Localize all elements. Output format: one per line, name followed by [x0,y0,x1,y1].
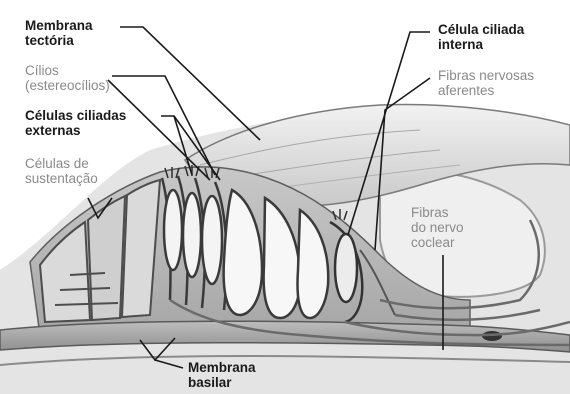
label-celulas-ciliadas-externas: Células ciliadas externas [25,108,126,138]
label-celulas-sustentacao-line1: Células de [25,156,98,171]
label-fibras-nervo-coclear-line3: coclear [411,235,464,250]
label-fibras-nervo-coclear-line2: do nervo [411,220,464,235]
label-celula-ciliada-interna-line2: interna [438,37,524,52]
label-cilios-line1: Cílios [25,63,110,78]
label-membrana-basilar-line1: Membrana [188,360,256,375]
label-cilios-line2: (estereocílios) [25,78,110,93]
label-celulas-ciliadas-externas-line2: externas [25,123,126,138]
label-membrana-tectoria-line1: Membrana [25,18,93,33]
label-membrana-basilar-line2: basilar [188,375,256,390]
label-cilios: Cílios (estereocílios) [25,63,110,93]
label-fibras-nervo-coclear: Fibras do nervo coclear [411,205,464,250]
label-fibras-aferentes-line1: Fibras nervosas [438,68,534,83]
label-membrana-tectoria: Membrana tectória [25,18,93,48]
label-fibras-aferentes-line2: aferentes [438,83,534,98]
label-celula-ciliada-interna: Célula ciliada interna [438,22,524,52]
label-celulas-ciliadas-externas-line1: Células ciliadas [25,108,126,123]
label-membrana-tectoria-line2: tectória [25,33,93,48]
label-celula-ciliada-interna-line1: Célula ciliada [438,22,524,37]
label-celulas-sustentacao: Células de sustentação [25,156,98,186]
label-membrana-basilar: Membrana basilar [188,360,256,390]
label-fibras-nervo-coclear-line1: Fibras [411,205,464,220]
label-fibras-aferentes: Fibras nervosas aferentes [438,68,534,98]
label-celulas-sustentacao-line2: sustentação [25,171,98,186]
